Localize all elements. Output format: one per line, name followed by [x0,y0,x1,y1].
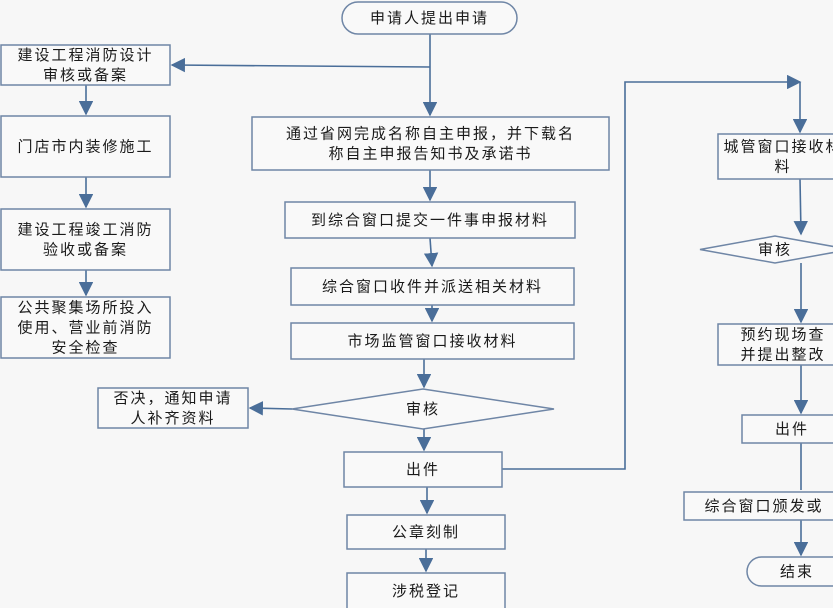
node-label: 审核或备案 [43,66,128,84]
node-label: 料 [774,158,791,176]
process-shape [0,208,171,271]
node-label: 审核 [406,400,440,418]
process-shape [717,323,833,366]
node-end: 结束 [746,556,833,587]
node-review2: 审核 [699,235,833,264]
process-shape [343,451,503,488]
edge-urban-to-review2 [793,178,808,236]
node-window-issue: 综合窗口颁发或 [683,491,833,521]
node-label: 综合窗口收件并派送相关材料 [322,278,543,296]
node-label: 使用、营业前消防 [17,319,153,337]
decision-shape [699,235,833,264]
process-shape [290,322,575,360]
node-label: 安全检查 [51,339,119,357]
node-label: 公共聚集场所投入 [17,299,153,317]
node-label: 结束 [780,563,814,581]
node-label: 并提出整改 [740,346,825,364]
node-label: 否决，通知申请 [113,389,232,407]
decision-shape [291,388,555,430]
process-shape [346,572,506,608]
process-shape [717,133,833,180]
node-label: 建设工程竣工消防 [17,221,153,239]
node-market-receive: 市场监管窗口接收材料 [290,322,575,360]
edge-branch-to-fire-design [170,57,431,73]
node-renovation: 门店市内装修施工 [0,115,171,178]
terminal-shape [341,1,518,35]
process-shape [741,414,833,444]
node-label: 验收或备案 [43,241,128,259]
process-shape [0,115,171,178]
edge-issue-to-urban [502,74,802,470]
node-label: 出件 [775,420,809,438]
node-label: 综合窗口颁发或 [704,497,823,515]
node-submit: 到综合窗口提交一件事申报材料 [284,201,576,239]
edge-review-to-reject [248,401,293,416]
process-shape [0,296,171,359]
node-label: 门店市内装修施工 [17,138,153,156]
node-issue1: 出件 [343,451,503,488]
node-label: 涉税登记 [392,582,460,600]
process-shape [251,116,610,171]
node-label: 通过省网完成名称自主申报，并下载名 [286,125,575,143]
process-shape [97,387,249,429]
node-label: 到综合窗口提交一件事申报材料 [311,211,549,229]
node-label: 建设工程消防设计 [17,46,153,64]
node-label: 出件 [406,461,440,479]
process-shape [683,491,833,521]
node-label: 审核 [758,241,792,259]
node-issue2: 出件 [741,414,833,444]
process-shape [284,201,576,239]
node-label: 城管窗口接收材 [723,138,833,156]
node-label: 预约现场查 [740,326,825,344]
edge-submit-to-dispatch [423,237,439,268]
process-shape [346,514,506,550]
node-dispatch: 综合窗口收件并派送相关材料 [290,267,575,306]
node-label: 申请人提出申请 [370,9,489,27]
node-start: 申请人提出申请 [341,1,518,35]
process-shape [290,267,575,306]
node-label: 公章刻制 [392,523,460,541]
node-label: 人补齐资料 [130,409,215,427]
process-shape [0,44,171,86]
node-tax: 涉税登记 [346,572,506,608]
node-label: 称自主申报告知书及承诺书 [328,145,532,163]
node-label: 市场监管窗口接收材料 [347,332,517,350]
node-seal: 公章刻制 [346,514,506,550]
node-review1: 审核 [291,388,555,430]
terminal-shape [746,556,833,587]
